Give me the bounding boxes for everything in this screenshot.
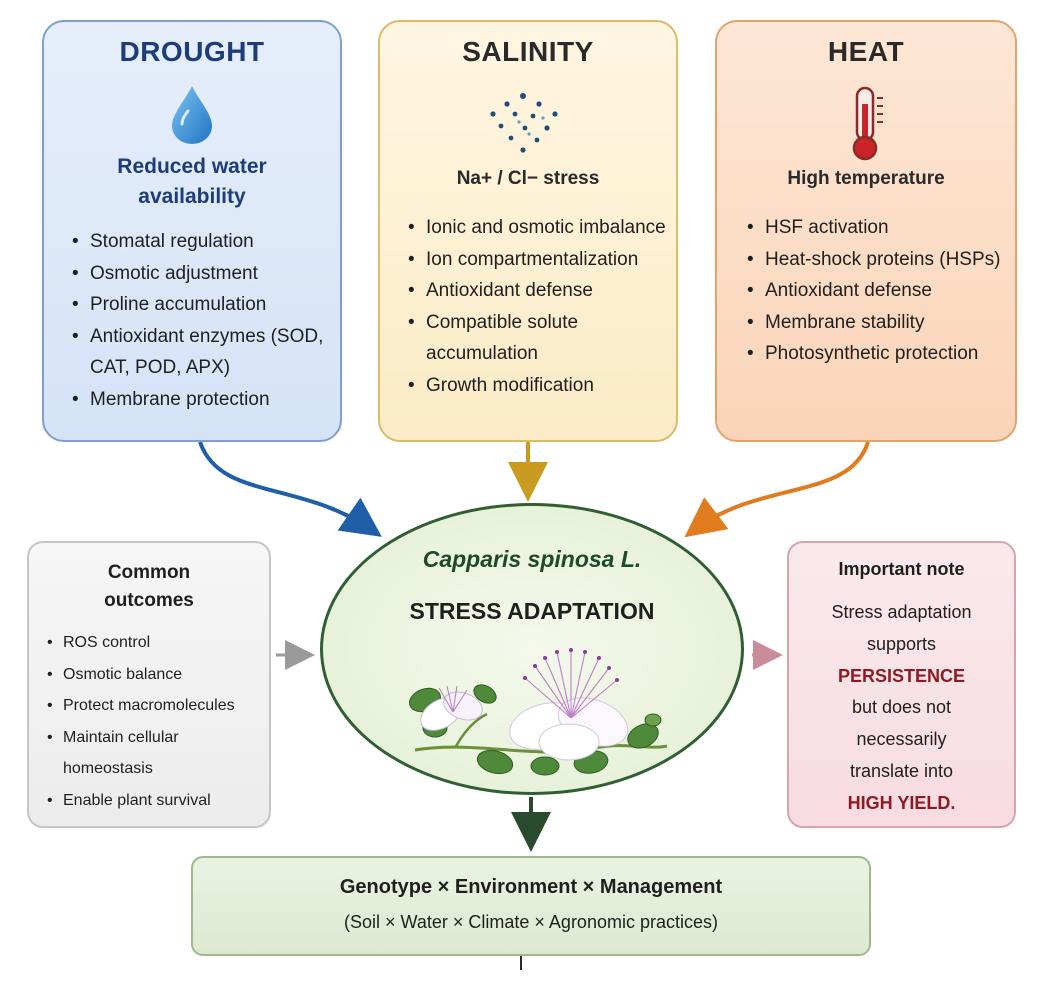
gxe-subtitle: (Soil × Water × Climate × Agronomic prac… — [344, 912, 718, 932]
heat-list: HSF activation Heat-shock proteins (HSPs… — [743, 212, 1007, 370]
list-item: Photosynthetic protection — [743, 338, 1007, 370]
drought-list: Stomatal regulation Osmotic adjustment P… — [68, 226, 330, 415]
outcomes-list: ROS control Osmotic balance Protect macr… — [43, 627, 263, 816]
genotype-environment-panel: Genotype × Environment × Management (Soi… — [191, 856, 871, 956]
note-text: Stress adaptation supports PERSISTENCE b… — [789, 597, 1014, 820]
salinity-panel: SALINITY Na+ / Cl− stress Ionic and osmo… — [378, 20, 678, 442]
list-item: Maintain cellular homeostasis — [43, 722, 263, 785]
list-item: Membrane protection — [68, 384, 330, 416]
list-item: Heat-shock proteins (HSPs) — [743, 244, 1007, 276]
note-line: but does not — [851, 697, 952, 718]
drought-panel: DROUGHT Reduced water availability Stoma… — [42, 20, 342, 442]
note-line: Stress adaptation — [831, 602, 972, 622]
list-item: Membrane stability — [743, 307, 1007, 339]
drought-arrow — [198, 441, 382, 537]
list-item: Protect macromolecules — [43, 690, 263, 722]
list-item: HSF activation — [743, 212, 1007, 244]
list-item: Compatible solute accumulation — [404, 307, 668, 370]
list-item: Osmotic adjustment — [68, 258, 330, 290]
list-item: Antioxidant defense — [404, 275, 668, 307]
water-drop-icon — [172, 86, 212, 144]
salt-particles-icon — [490, 93, 558, 153]
heat-title: HEAT — [827, 36, 905, 67]
heat-arrow — [684, 441, 870, 538]
salinity-title: SALINITY — [462, 36, 594, 67]
drought-title: DROUGHT — [119, 36, 265, 67]
list-item: Antioxidant enzymes (SOD, CAT, POD, APX) — [68, 321, 330, 384]
list-item: Stomatal regulation — [68, 226, 330, 258]
salinity-subtitle: Na+ / Cl− stress — [456, 168, 600, 189]
outcomes-title: Common outcomes — [104, 562, 194, 611]
list-item: Ion compartmentalization — [404, 244, 668, 276]
adaptation-title: STRESS ADAPTATION — [409, 598, 655, 624]
salinity-list: Ionic and osmotic imbalance Ion compartm… — [404, 212, 668, 401]
note-line: translate into — [849, 760, 954, 781]
list-item: Proline accumulation — [68, 289, 330, 321]
list-item: Ionic and osmotic imbalance — [404, 212, 668, 244]
list-item: Osmotic balance — [43, 659, 263, 691]
list-item: ROS control — [43, 627, 263, 659]
important-note-panel: Important note Stress adaptation support… — [787, 541, 1016, 828]
note-title: Important note — [838, 559, 965, 579]
drought-subtitle: Reduced water availability — [117, 155, 267, 208]
note-line: necessarily — [856, 729, 947, 750]
list-item: Antioxidant defense — [743, 275, 1007, 307]
common-outcomes-panel: Common outcomes ROS control Osmotic bala… — [27, 541, 271, 828]
heat-subtitle: High temperature — [787, 168, 945, 189]
species-name: Capparis spinosa L. — [422, 546, 642, 572]
thermometer-icon — [852, 86, 883, 161]
stress-adaptation-ellipse: Capparis spinosa L. STRESS ADAPTATION — [320, 503, 744, 795]
heat-panel: HEAT High temperature HSF activation Hea… — [715, 20, 1017, 442]
list-item: Growth modification — [404, 370, 668, 402]
list-item: Enable plant survival — [43, 785, 263, 817]
note-emphasis: HIGH YIELD. — [847, 792, 956, 813]
note-line: supports — [866, 633, 937, 654]
gxe-title: Genotype × Environment × Management — [339, 876, 723, 898]
note-emphasis: PERSISTENCE — [837, 665, 966, 686]
caper-flower-icon — [409, 648, 668, 776]
